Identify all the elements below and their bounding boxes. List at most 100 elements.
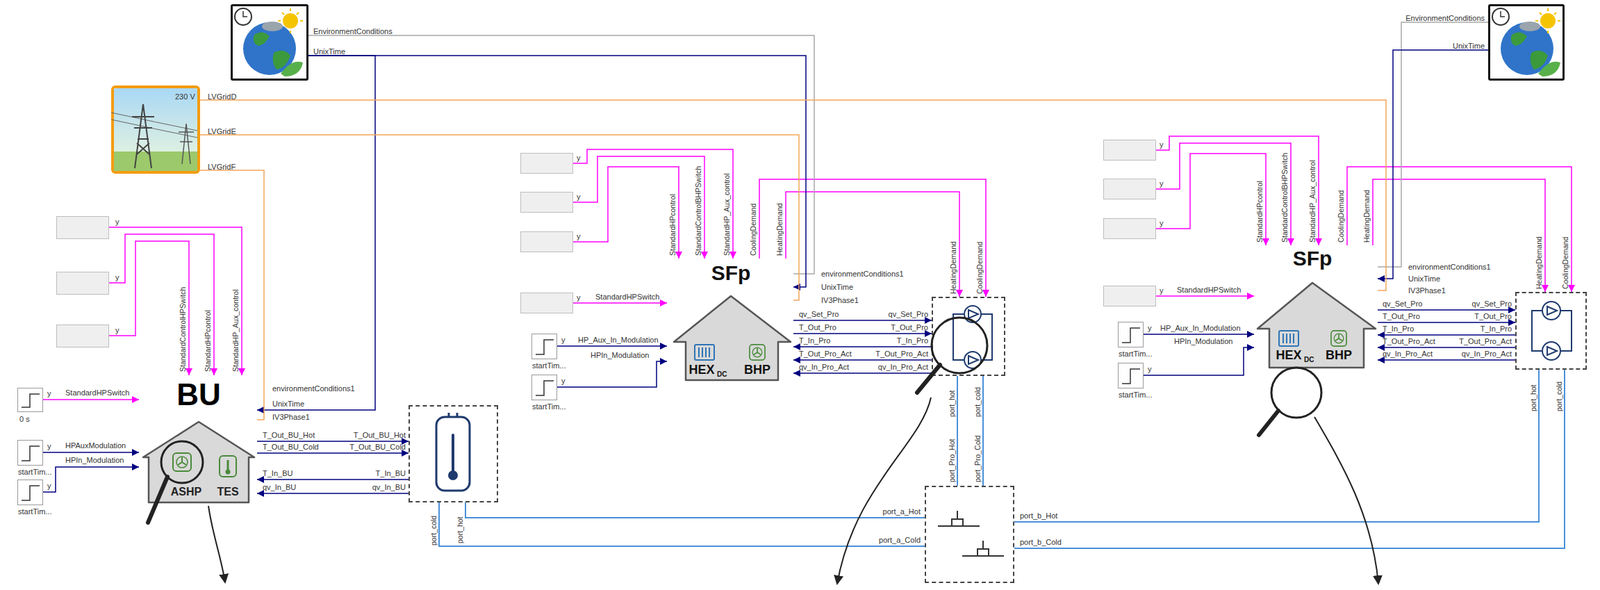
signal-connector xyxy=(43,466,139,492)
port-label: UnixTime xyxy=(1452,41,1485,51)
port-label: LVGridE xyxy=(207,127,237,137)
block-title: HEX xyxy=(1275,348,1302,362)
grid-picture xyxy=(111,88,198,171)
signal-connector xyxy=(793,359,932,361)
port-label: port_Pro_Cold xyxy=(973,434,983,483)
signal-label: T_Out_BU_Cold xyxy=(262,442,319,452)
signal-label: environmentConditions1 xyxy=(821,269,904,279)
signal-label: UnixTime xyxy=(1408,274,1441,284)
grid-block: 230 VLVGridDLVGridELVGridF xyxy=(111,85,201,174)
pipe-junction-icon xyxy=(937,510,980,526)
signal-connector xyxy=(109,241,189,376)
signal-connector xyxy=(1156,153,1266,246)
magnifier xyxy=(147,317,1322,523)
port-label: 230 V xyxy=(175,92,196,102)
port-label: y xyxy=(576,153,581,163)
block-title: DC xyxy=(716,369,727,379)
signal-label: T_Out_Pro xyxy=(1474,311,1512,321)
signal-label: StandardHPcontrol xyxy=(203,309,213,372)
pipe-network: port_Pro_Hotport_Pro_Coldport_a_Hotport_… xyxy=(924,485,1015,583)
signal-label: UnixTime xyxy=(272,399,305,409)
signal-label: T_Out_Pro_Act xyxy=(875,349,929,359)
signal-connector xyxy=(43,398,139,401)
port-label: EnvironmentConditions xyxy=(1405,13,1485,23)
step-symbol xyxy=(532,334,558,360)
signal-label: T_Out_BU_Hot xyxy=(353,430,406,440)
step-line xyxy=(535,380,554,396)
environment-block: EnvironmentConditionsUnixTime xyxy=(1488,4,1565,81)
signal-connector xyxy=(785,191,960,297)
port-label: startTim... xyxy=(18,507,52,517)
signal-connector xyxy=(1156,143,1291,246)
signal-connector xyxy=(1377,346,1516,349)
grid-picture xyxy=(178,123,194,164)
heat-pump-icons xyxy=(1279,330,1299,346)
step-line xyxy=(1122,327,1141,343)
port-label: port_hot xyxy=(455,516,465,544)
building-block: SFpHEXDCBHP xyxy=(1254,245,1378,371)
signal-connector xyxy=(308,35,815,274)
tank-icon xyxy=(436,412,470,491)
step-source: ystartTim... xyxy=(17,439,44,466)
tank-icon xyxy=(448,412,458,417)
step-line xyxy=(21,393,40,408)
grid-picture xyxy=(111,112,198,138)
port-label: port_Pro_Hot xyxy=(947,439,957,483)
block-title: BHP xyxy=(1325,348,1352,362)
signal-label: StandardControlBHPSwitch xyxy=(694,166,704,256)
signal-label: IV3Phase1 xyxy=(272,412,310,422)
step-source: ystartTim... xyxy=(1117,362,1144,389)
magnifier xyxy=(147,476,168,523)
signal-label: StandardHPcontrol xyxy=(668,193,678,256)
step-source: ystartTim... xyxy=(531,333,558,360)
port-label: startTim... xyxy=(18,467,52,477)
house-shape xyxy=(1257,282,1376,368)
port-label: y xyxy=(47,481,52,491)
signal-connector xyxy=(793,372,932,374)
house-shape xyxy=(673,295,791,381)
signal-label: environmentConditions1 xyxy=(272,384,356,394)
signal-label: HP_Aux_In_Modulation xyxy=(578,335,659,345)
step-symbol xyxy=(18,480,44,506)
signal-label: StandardHPSwitch xyxy=(1176,285,1241,295)
signal-connector xyxy=(1372,179,1546,292)
port-label: startTim... xyxy=(532,402,566,412)
port-label: y xyxy=(561,335,566,345)
environment-block: EnvironmentConditionsUnixTime xyxy=(230,4,309,81)
port-label: y xyxy=(1147,323,1152,333)
pump-icon xyxy=(953,314,993,360)
pipe-connector xyxy=(439,502,925,547)
port-label: 0 s xyxy=(19,414,30,424)
port-label: y xyxy=(576,192,581,202)
grid-picture xyxy=(132,104,155,169)
environment-icon xyxy=(234,8,1561,77)
step-symbol xyxy=(18,388,44,413)
signal-label: CoolingDemand xyxy=(1336,190,1346,243)
signal-label: qv_In_BU xyxy=(262,482,296,492)
port-label: port_hot xyxy=(947,389,957,417)
pump-icon xyxy=(968,309,979,319)
port-label: port_a_Hot xyxy=(883,507,921,517)
block-title: SFp xyxy=(711,262,752,284)
heat-pump-icons xyxy=(172,452,192,472)
port-label: y xyxy=(1147,364,1152,374)
port-label: port_b_Cold xyxy=(1019,537,1062,547)
magnifier xyxy=(1258,410,1279,435)
signal-label: qv_Set_Pro xyxy=(798,309,839,319)
block-title: ASHP xyxy=(170,486,202,498)
pump-icon xyxy=(1547,346,1557,356)
signal-label: T_Out_Pro_Act xyxy=(1458,336,1512,346)
pipe-junction-icon xyxy=(962,540,1004,556)
signal-connector xyxy=(1143,333,1255,335)
port-label: EnvironmentConditions xyxy=(313,27,393,37)
step-line xyxy=(535,339,554,355)
signal-connector xyxy=(1156,295,1255,297)
magnifier xyxy=(931,317,988,374)
heat-pump-icons xyxy=(749,344,765,360)
port-label: y xyxy=(115,217,120,227)
pipe-junction-icon xyxy=(937,510,1004,556)
heat-pump-icons xyxy=(219,455,237,477)
building-block: BUASHPTES xyxy=(138,375,258,505)
signal-label: qv_Set_Pro xyxy=(1382,299,1423,309)
